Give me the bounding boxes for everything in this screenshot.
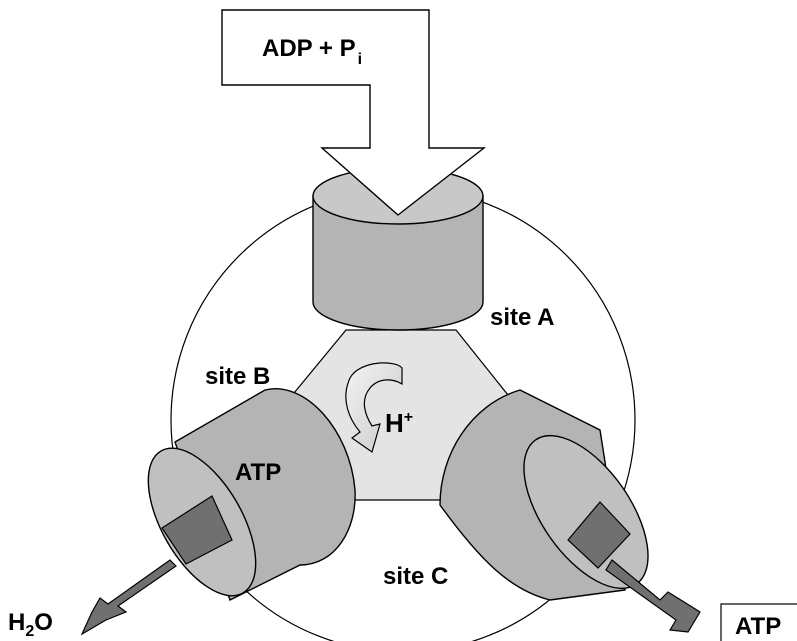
- cylinder-site-b: [80, 388, 356, 636]
- water-label: H2O: [8, 609, 53, 640]
- site-c-label: site C: [383, 563, 448, 590]
- input-arrow: [221, 9, 487, 216]
- proton-label: H+: [385, 408, 413, 438]
- site-b-label: site B: [205, 363, 270, 390]
- cylinder-site-c: [439, 389, 701, 633]
- output-atp-label: ATP: [735, 613, 781, 640]
- rotation-arrow: [345, 362, 403, 453]
- site-a-label: site A: [490, 304, 554, 331]
- output-atp-box: [720, 603, 797, 641]
- site-b-atp-label: ATP: [235, 459, 281, 486]
